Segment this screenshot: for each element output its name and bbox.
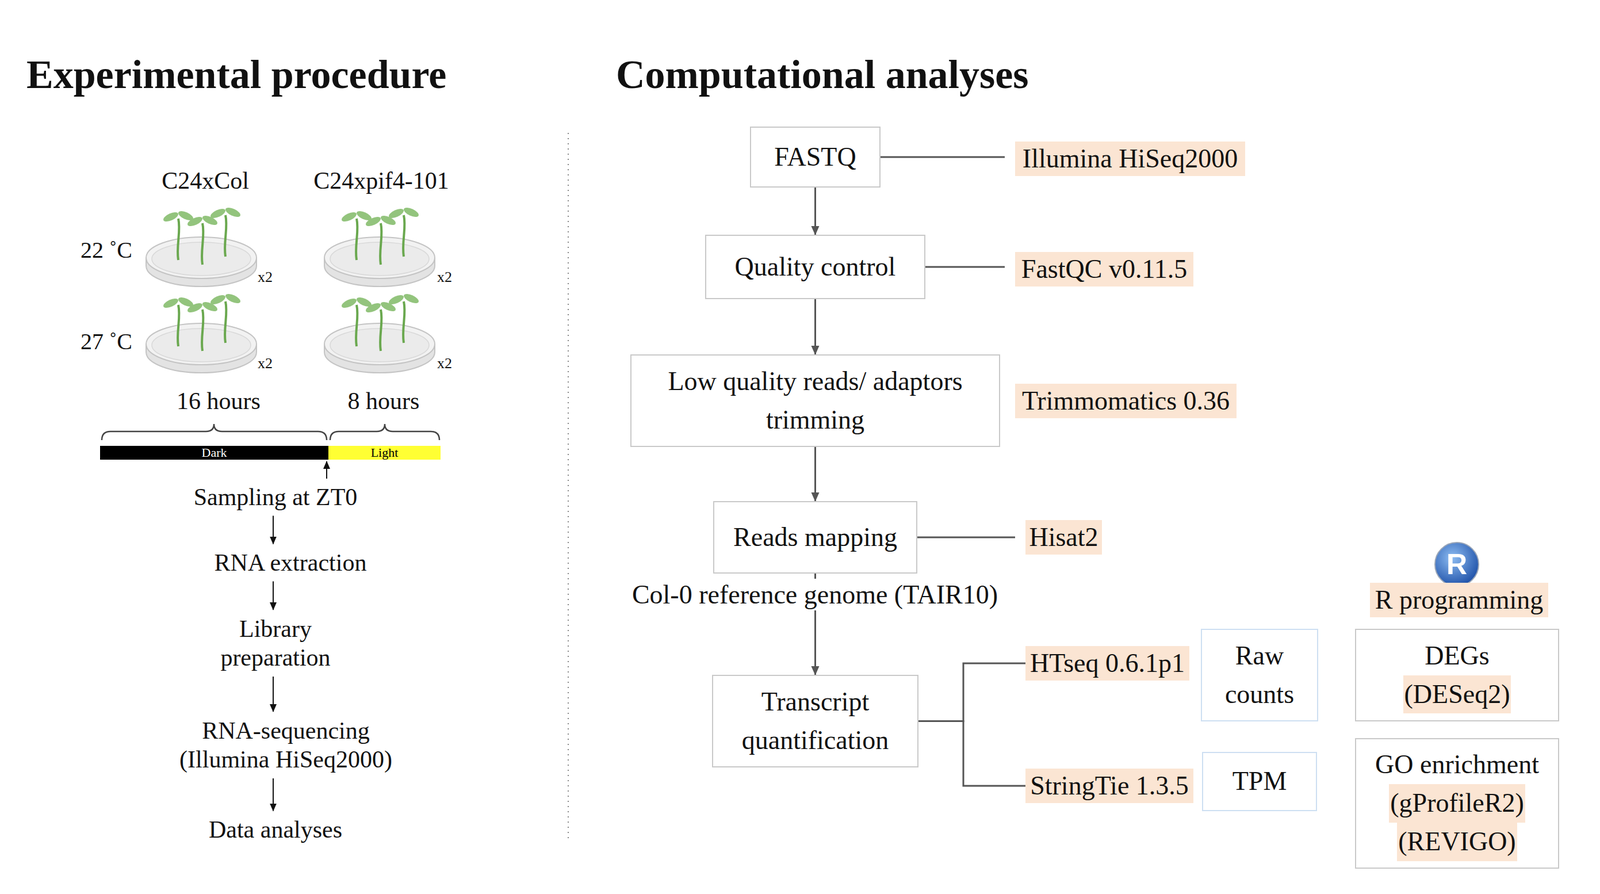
- connector-line: [880, 156, 1005, 159]
- node-text: R programming: [1375, 583, 1544, 617]
- tool-tag: R programming: [1369, 582, 1549, 618]
- node-text: TPM: [1232, 762, 1288, 801]
- connector-line: [918, 721, 1026, 787]
- node-text: Reads mapping: [733, 518, 898, 557]
- node-text: Raw counts: [1207, 636, 1312, 714]
- node-text: StringTie 1.3.5: [1030, 768, 1189, 803]
- process-box: Transcript quantification: [712, 674, 919, 768]
- process-box: DEGs(DESeq2): [1354, 628, 1560, 722]
- node-text: Transcript quantification: [721, 682, 910, 760]
- node-text: Light: [370, 446, 399, 459]
- panel-heading: Experimental procedure: [26, 50, 447, 99]
- procedure-step: Library preparation: [205, 613, 346, 673]
- petri-dish: [324, 292, 435, 373]
- node-text: Hisat2: [1028, 520, 1098, 554]
- flow-arrow: [814, 299, 817, 355]
- sampling-arrow: [326, 461, 328, 479]
- node-text: Illumina HiSeq2000: [1022, 142, 1238, 176]
- annotation-label: 22 ˚C: [80, 236, 133, 264]
- procedure-step: RNA-sequencing (Illumina HiSeq2000): [161, 714, 411, 775]
- process-box: FASTQ: [749, 126, 881, 188]
- flow-arrow: [272, 676, 274, 712]
- node-text: Library preparation: [205, 614, 346, 673]
- process-box: GO enrichment(gProfileR2)(REVIGO): [1354, 737, 1560, 869]
- tool-tag: HTseq 0.6.1p1: [1025, 645, 1190, 681]
- flow-arrow: [272, 581, 274, 611]
- node-text: (gProfileR2): [1388, 783, 1526, 823]
- node-text: FASTQ: [774, 138, 856, 177]
- light-phase-bar: Light: [328, 445, 441, 460]
- flow-arrow: [272, 515, 274, 545]
- node-text: RNA extraction: [214, 548, 367, 577]
- petri-dish: [324, 205, 435, 287]
- annotation-label: C24xpif4-101: [313, 166, 450, 195]
- r-logo: [1434, 542, 1479, 587]
- tool-tag: Illumina HiSeq2000: [1015, 141, 1246, 176]
- annotation-label: 16 hours: [176, 386, 261, 416]
- tool-tag: Hisat2: [1025, 519, 1102, 555]
- tool-tag: Trimmomatics 0.36: [1015, 383, 1237, 419]
- dark-phase-bar: Dark: [100, 445, 329, 460]
- procedure-step: RNA extraction: [204, 547, 377, 579]
- panel-heading: Computational analyses: [615, 50, 1029, 99]
- node-text: Trimmomatics 0.36: [1021, 384, 1230, 418]
- node-text: Low quality reads/ adaptors trimming: [639, 362, 991, 439]
- connector-line: [917, 536, 1016, 539]
- node-text: HTseq 0.6.1p1: [1030, 646, 1185, 680]
- node-text: Data analyses: [208, 814, 343, 844]
- petri-dish: [146, 205, 257, 287]
- node-text: Quality control: [735, 247, 897, 287]
- node-text: (DESeq2): [1403, 675, 1512, 714]
- curly-brace: [101, 423, 327, 440]
- curly-brace: [330, 423, 440, 440]
- annotation-label: 8 hours: [347, 386, 420, 416]
- procedure-step: Data analyses: [194, 814, 357, 845]
- annotation-label: C24xCol: [161, 166, 250, 195]
- node-text: FastQC v0.11.5: [1021, 252, 1188, 286]
- annotation-label: R: [1446, 546, 1468, 582]
- connector-line: [918, 663, 1026, 722]
- annotation-label: x2: [437, 354, 453, 373]
- node-text: RNA-sequencing (Illumina HiSeq2000): [161, 716, 411, 775]
- node-text: DEGs: [1424, 636, 1490, 676]
- process-box: Quality control: [705, 234, 926, 300]
- annotation-label: x2: [257, 268, 273, 286]
- flow-arrow: [814, 187, 817, 235]
- annotation-label: Col-0 reference genome (TAIR10): [628, 578, 1002, 611]
- node-text: Sampling at ZT0: [193, 482, 358, 512]
- node-text: GO enrichment: [1375, 745, 1540, 784]
- process-box: Reads mapping: [713, 500, 918, 574]
- tool-tag: FastQC v0.11.5: [1015, 251, 1194, 287]
- panel-divider: [567, 132, 569, 842]
- annotation-label: x2: [437, 268, 453, 286]
- process-box: Low quality reads/ adaptors trimming: [630, 354, 1001, 447]
- node-text: (REVIGO): [1396, 822, 1517, 861]
- node-text: Dark: [201, 446, 228, 459]
- flow-arrow: [814, 446, 817, 501]
- flow-arrow: [272, 778, 274, 811]
- procedure-step: Sampling at ZT0: [183, 481, 368, 513]
- annotation-label: x2: [257, 354, 273, 373]
- petri-dish: [146, 292, 257, 373]
- tool-tag: StringTie 1.3.5: [1025, 768, 1194, 803]
- connector-line: [925, 266, 1005, 269]
- output-box: Raw counts: [1200, 628, 1319, 722]
- annotation-label: 27 ˚C: [80, 327, 133, 356]
- output-box: TPM: [1202, 751, 1318, 811]
